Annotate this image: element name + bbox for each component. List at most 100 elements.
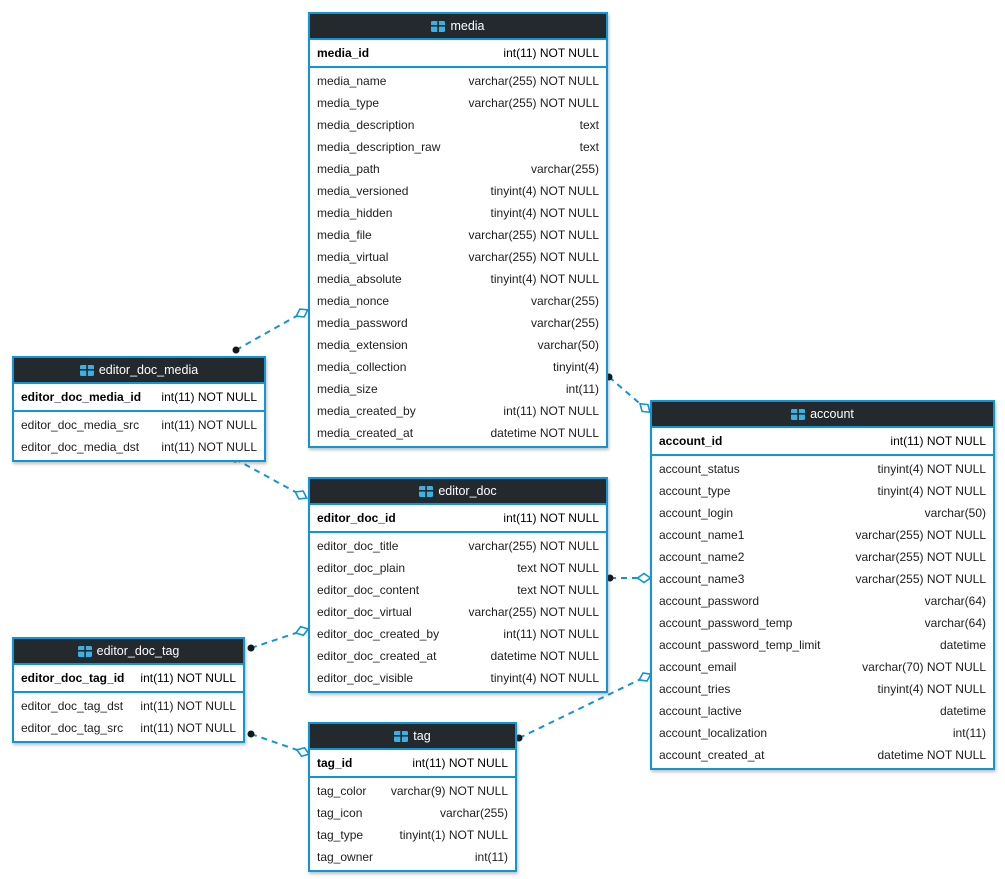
table-title: editor_doc [438,484,497,498]
column-name: media_size [317,382,378,396]
primary-key-divider [14,691,243,693]
column-type: varchar(255) [439,806,508,820]
table-header[interactable]: editor_doc [310,479,606,505]
column-name: media_collection [317,360,407,374]
column-type: varchar(70) NOT NULL [862,660,986,674]
relationship-line-editor_doc_tag-editor_doc[interactable] [250,630,303,649]
table-header[interactable]: editor_doc_tag [14,639,243,665]
column-name: editor_doc_visible [317,671,414,685]
column-type: varchar(255) NOT NULL [855,550,987,564]
column-name: editor_doc_title [317,539,399,553]
column-type: int(11) NOT NULL [503,511,599,525]
column-type: tinyint(4) NOT NULL [877,682,986,696]
relationship-line-tag-account[interactable] [518,676,646,739]
primary-key-divider [310,66,606,68]
primary-key-divider [14,410,264,412]
connector-diamond-endpoint [295,308,309,318]
table-header[interactable]: account [652,402,993,428]
column-type: varchar(255) NOT NULL [468,96,600,110]
column-type: text NOT NULL [517,583,599,597]
column-name: account_name2 [659,550,745,564]
column-type: tinyint(4) NOT NULL [877,462,986,476]
column-name: account_password_temp [659,616,793,630]
relationship-line-media-account[interactable] [608,376,646,409]
table-row[interactable]: account_name2 varchar(255) NOT NULL [652,546,993,568]
column-type: int(11) NOT NULL [412,756,508,770]
table-header[interactable]: media [310,14,606,40]
column-name: editor_doc_tag_src [21,721,124,735]
relationship-line-editor_doc_media-media[interactable] [235,312,303,351]
table-title: tag [413,729,431,743]
column-name: account_login [659,506,734,520]
column-name: media_extension [317,338,408,352]
relationship-line-editor_doc_media-editor_doc[interactable] [234,458,302,496]
column-type: varchar(255) [530,294,599,308]
connector-diamond-endpoint [294,625,310,637]
table-header[interactable]: tag [310,724,515,750]
table-header[interactable]: editor_doc_media [14,358,264,384]
column-name: editor_doc_tag_dst [21,699,124,713]
relationship-line-editor_doc_tag-tag[interactable] [250,733,304,753]
column-name: media_description [317,118,415,132]
column-name: media_password [317,316,408,330]
